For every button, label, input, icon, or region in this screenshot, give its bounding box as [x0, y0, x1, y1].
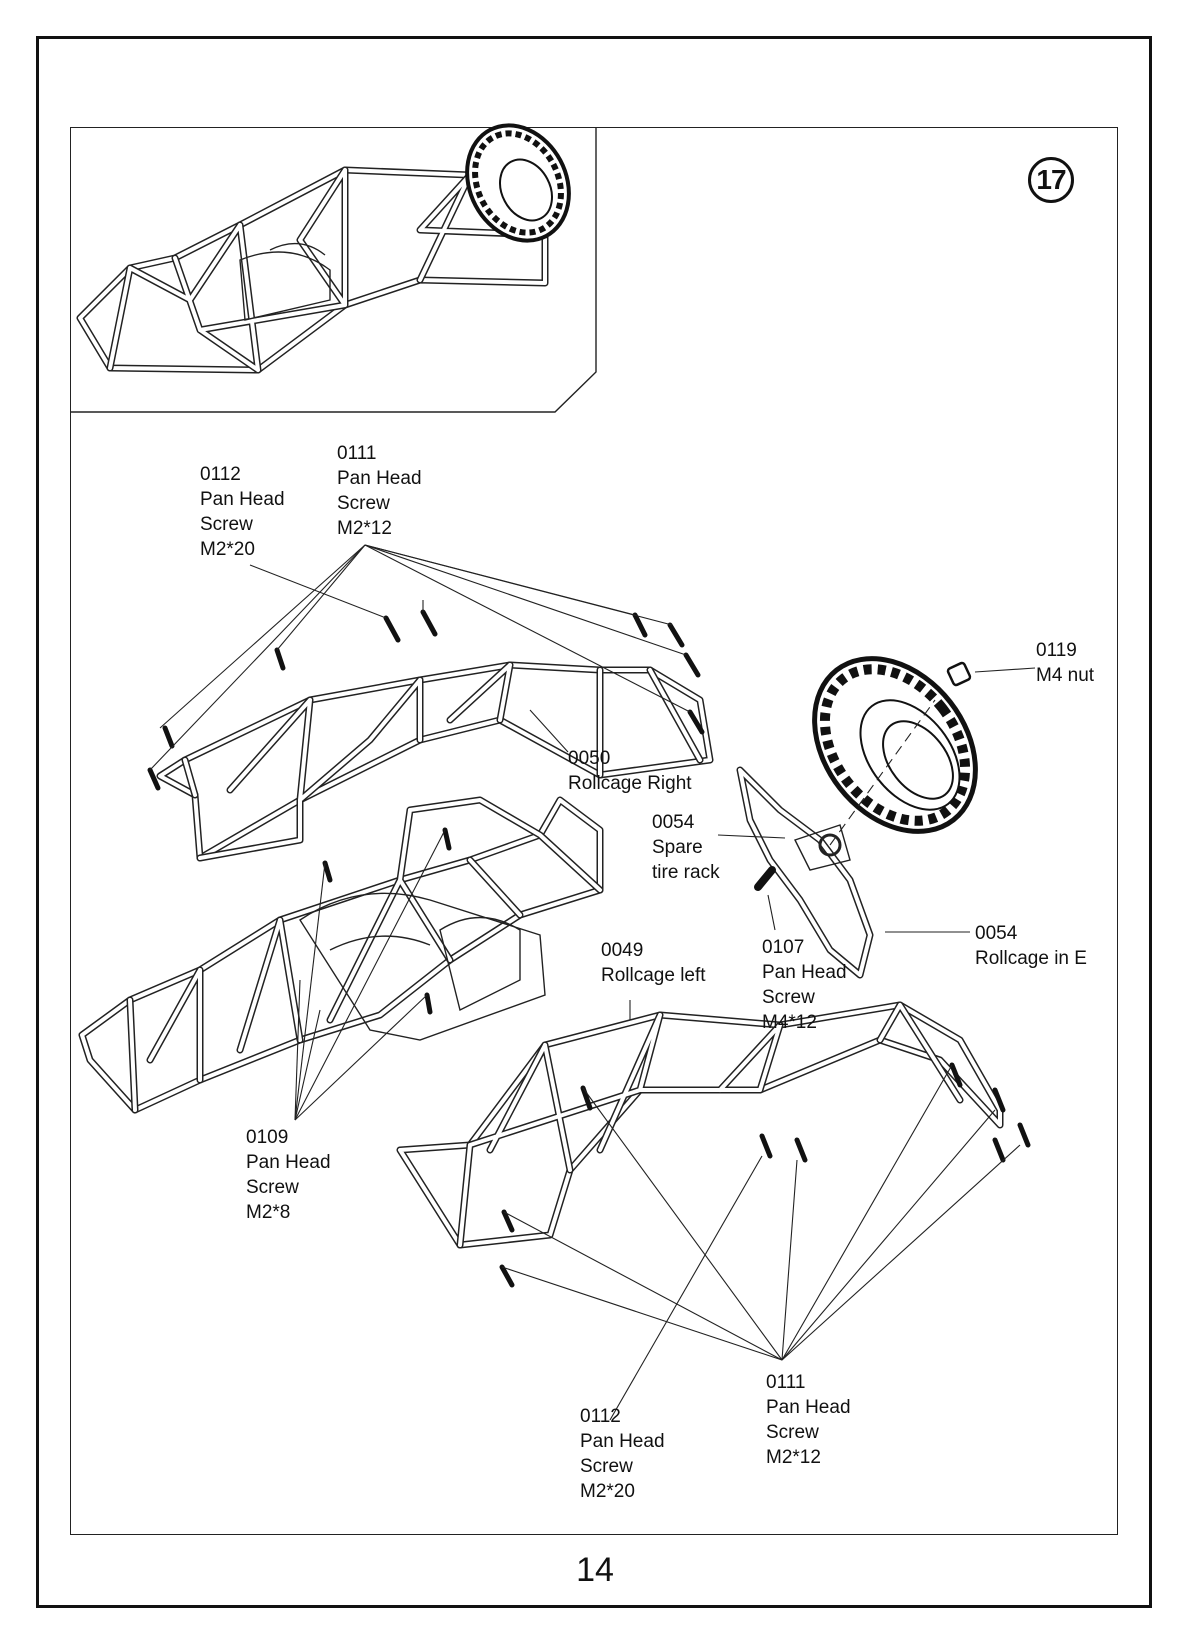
callout-rollcage-left: 0049 Rollcage left: [601, 938, 706, 988]
part-code: 0049: [601, 938, 706, 963]
part-name-line1: Pan Head: [246, 1150, 331, 1175]
callout-rollcage-right: 0050 Rollcage Right: [568, 746, 692, 796]
callout-screw-0111-top: 0111 Pan Head Screw M2*12: [337, 441, 422, 541]
part-size: M4*12: [762, 1010, 847, 1035]
callout-screw-0112-bottom: 0112 Pan Head Screw M2*20: [580, 1404, 665, 1504]
part-size: M2*8: [246, 1200, 331, 1225]
part-name-line1: Pan Head: [762, 960, 847, 985]
part-name-line1: Pan Head: [200, 487, 285, 512]
part-code: 0054: [975, 921, 1087, 946]
part-size: M2*20: [580, 1479, 665, 1504]
part-code: 0050: [568, 746, 692, 771]
part-name-line2: Screw: [762, 985, 847, 1010]
part-name-line2: Screw: [766, 1420, 851, 1445]
step-number-badge: 17: [1028, 157, 1074, 203]
part-name-line2: Screw: [580, 1454, 665, 1479]
assembled-rollcage-preview: [80, 107, 589, 370]
part-code: 0119: [1036, 638, 1094, 663]
preview-spare-tire-icon: [447, 107, 588, 258]
callout-screw-0107: 0107 Pan Head Screw M4*12: [762, 935, 847, 1035]
part-name: M4 nut: [1036, 663, 1094, 688]
callout-screw-0111-bottom: 0111 Pan Head Screw M2*12: [766, 1370, 851, 1470]
part-name-line2: tire rack: [652, 860, 720, 885]
part-code: 0109: [246, 1125, 331, 1150]
part-code: 0054: [652, 810, 720, 835]
callout-rollcage-in-e: 0054 Rollcage in E: [975, 921, 1087, 971]
part-name-line2: Screw: [200, 512, 285, 537]
m4-nut-icon: [947, 662, 971, 686]
part-name: Rollcage in E: [975, 946, 1087, 971]
part-name-line2: Screw: [246, 1175, 331, 1200]
part-code: 0112: [580, 1404, 665, 1429]
part-code: 0111: [766, 1370, 851, 1395]
part-name: Rollcage Right: [568, 771, 692, 796]
center-chassis-part: [82, 800, 600, 1110]
callout-nut-0119: 0119 M4 nut: [1036, 638, 1094, 688]
page-number: 14: [0, 1551, 1190, 1590]
part-name: Rollcage left: [601, 963, 706, 988]
part-size: M2*12: [766, 1445, 851, 1470]
part-size: M2*12: [337, 516, 422, 541]
callout-screw-0112-top: 0112 Pan Head Screw M2*20: [200, 462, 285, 562]
part-name-line1: Pan Head: [766, 1395, 851, 1420]
part-code: 0112: [200, 462, 285, 487]
part-code: 0111: [337, 441, 422, 466]
callout-screw-0109: 0109 Pan Head Screw M2*8: [246, 1125, 331, 1225]
callout-spare-tire-rack: 0054 Spare tire rack: [652, 810, 720, 885]
spare-tire-icon: [781, 627, 1008, 863]
part-code: 0107: [762, 935, 847, 960]
part-name-line2: Screw: [337, 491, 422, 516]
part-size: M2*20: [200, 537, 285, 562]
part-name-line1: Spare: [652, 835, 720, 860]
part-name-line1: Pan Head: [580, 1429, 665, 1454]
part-name-line1: Pan Head: [337, 466, 422, 491]
